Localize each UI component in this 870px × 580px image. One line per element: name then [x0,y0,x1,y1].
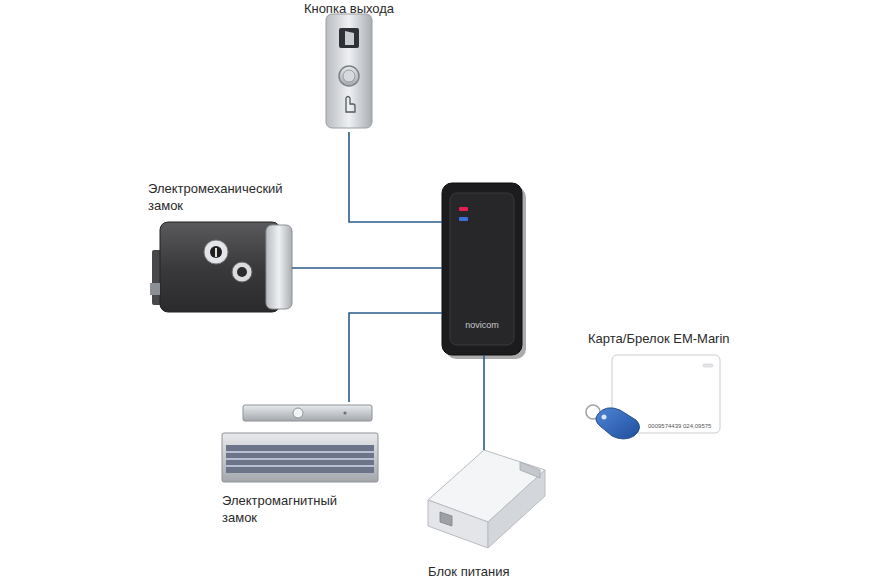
button-window [339,28,359,48]
device-label: Блок питания [428,563,548,580]
key-cylinder [204,240,228,264]
key-slot [215,248,217,257]
armature-screw [293,408,303,418]
wire-connector [292,267,442,269]
push-button-center [343,70,355,82]
magnet-stripe [226,458,374,460]
led-red [459,207,468,211]
reader-body [442,183,522,355]
psu-connector [520,462,540,478]
armature-plate [243,405,372,421]
psu-side [488,470,545,548]
card-and-fob: Карта/Брелок EM-Marin 0009574439 024,0957… [580,326,728,444]
key-fob [596,408,640,439]
exit-button: Кнопка выхода [299,0,399,132]
device-label: Карта/Брелок EM-Marin [588,330,728,347]
device-label: Электромагнитный замок [222,492,347,526]
led-blue [459,217,468,221]
power-supply: Блок питания [420,450,550,580]
lock-knob [232,262,252,282]
button-plate [326,14,372,128]
lock-latch [150,283,160,295]
magnet-face [226,445,374,473]
card-reader: novicom [442,183,522,355]
wire-connector [349,313,442,402]
armature-pin [343,411,346,414]
wire-connector [483,355,485,450]
magnet-stripe [226,465,374,467]
lock-knob-center [237,267,247,277]
fob-hole [602,415,607,420]
brand-name: novicom [442,319,522,332]
electromagnetic-lock: Электромагнитный замок [218,402,380,528]
device-label: Электромеханический замок [148,180,288,214]
door-icon [345,31,354,45]
reader-shadow [446,187,526,359]
push-button [339,66,359,86]
electromechanical-lock: Электромеханический замок [140,178,292,313]
psu-port [440,512,452,526]
hand-icon [346,97,355,113]
magnet-stripe [226,451,374,453]
wire-connector [349,132,442,222]
card-number: 0009574439 024,09575 [648,421,718,431]
device-label: Кнопка выхода [299,0,399,17]
psu-front [428,500,488,548]
magnet-body [222,433,378,482]
card-slot [703,364,713,367]
lock-body [160,222,280,312]
key-hole [210,246,222,258]
lock-end-cap [266,225,292,309]
